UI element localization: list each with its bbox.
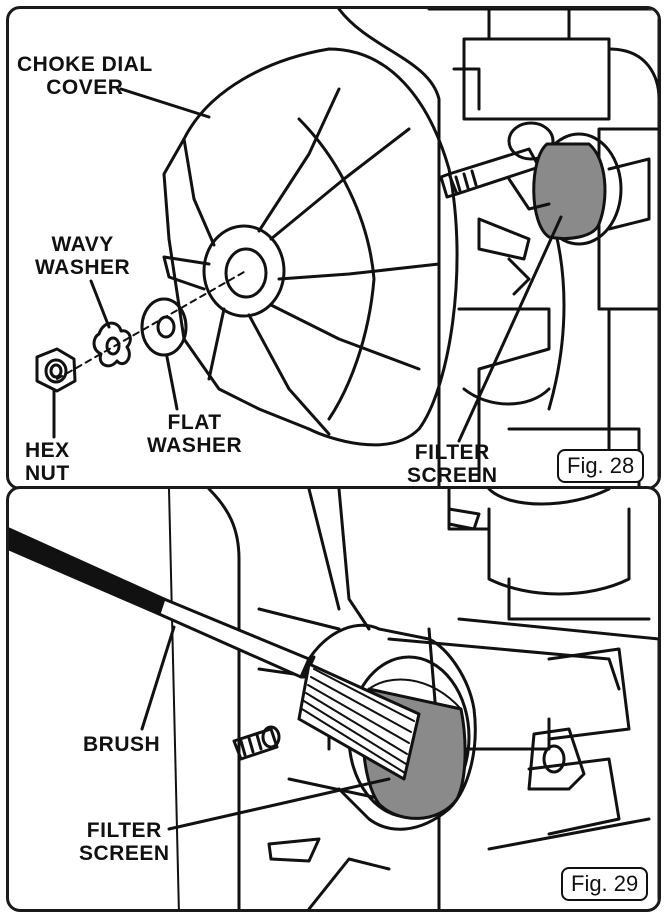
brush: [9, 527, 421, 781]
label-filter-screen-29-line1: FILTER: [86, 819, 162, 842]
figure-28-caption: Fig. 28: [557, 449, 645, 483]
label-filter-screen-29: FILTER SCREEN: [79, 819, 170, 865]
label-choke-dial-cover-line1: CHOKE DIAL: [17, 53, 153, 76]
choke-dial-cover: [162, 47, 459, 447]
figure-28-illustration: [35, 9, 658, 487]
carburetor-body: [337, 9, 658, 487]
leader-lines-29: [140, 625, 391, 831]
figure-29-illustration: [9, 489, 658, 909]
filter-screen-housing: [477, 132, 623, 296]
label-flat-washer-line1: FLAT: [167, 411, 222, 434]
label-choke-dial-cover: CHOKE DIAL COVER: [17, 53, 153, 99]
hex-nut: [35, 347, 77, 393]
assembly-axis: [56, 271, 245, 380]
label-filter-screen-28-line2: SCREEN: [407, 464, 498, 487]
flat-washer: [140, 297, 188, 357]
label-wavy-washer: WAVY WASHER: [35, 233, 130, 279]
stud: [232, 725, 281, 761]
wavy-washer: [92, 321, 132, 368]
label-filter-screen-28: FILTER SCREEN: [407, 441, 498, 487]
leader-lines-28: [52, 87, 563, 443]
label-wavy-washer-line1: WAVY: [51, 233, 114, 256]
label-hex-nut-line2: NUT: [25, 462, 70, 485]
label-hex-nut: HEX NUT: [25, 439, 70, 485]
label-brush: BRUSH: [83, 733, 161, 756]
label-filter-screen-29-line2: SCREEN: [79, 842, 170, 865]
label-hex-nut-line1: HEX: [25, 439, 70, 462]
label-wavy-washer-line2: WASHER: [35, 256, 131, 279]
label-choke-dial-cover-line2: COVER: [46, 76, 124, 99]
mounting-bracket: [527, 727, 586, 791]
label-flat-washer-line2: WASHER: [147, 434, 243, 457]
label-flat-washer: FLAT WASHER: [147, 411, 242, 457]
figure-29-panel: BRUSH FILTER SCREEN Fig. 29: [6, 486, 661, 912]
figure-29-caption: Fig. 29: [561, 867, 649, 901]
label-filter-screen-28-line1: FILTER: [414, 441, 490, 464]
figure-28-panel: CHOKE DIAL COVER WAVY WASHER FLAT WASHER…: [6, 6, 661, 490]
